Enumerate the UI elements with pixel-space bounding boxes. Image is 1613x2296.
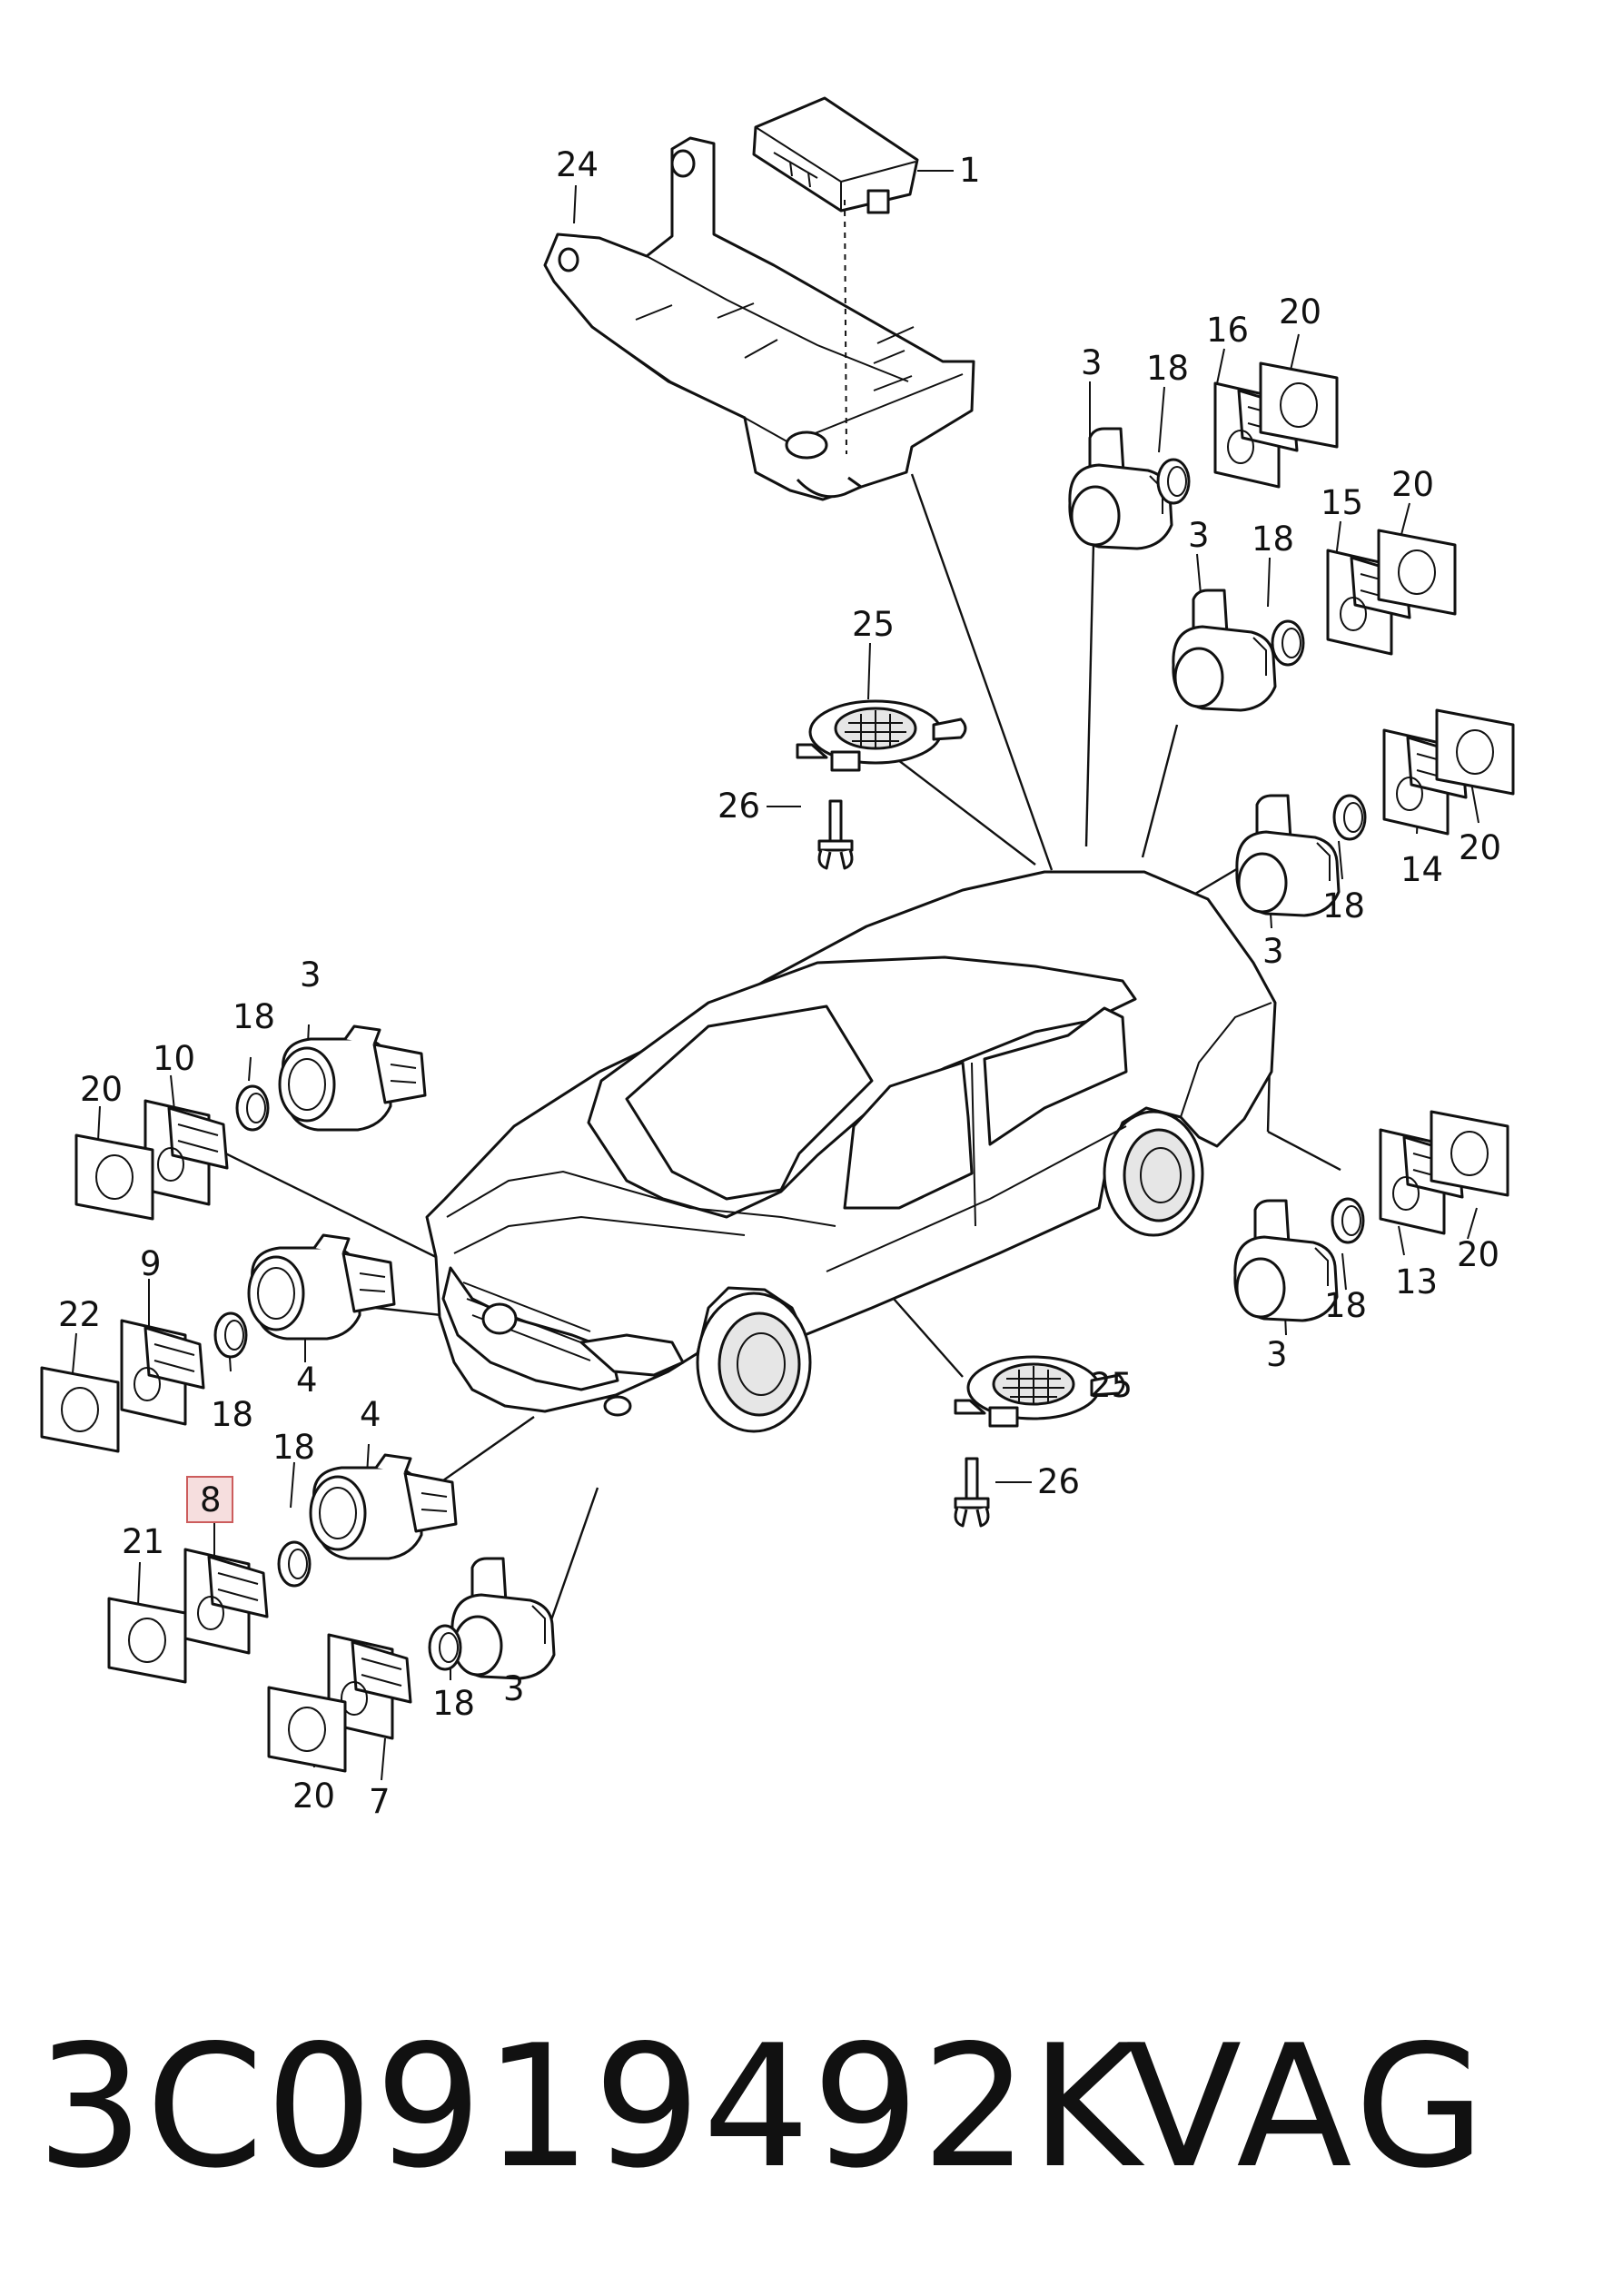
cover-plate-icon — [1377, 529, 1457, 616]
control-unit-icon — [752, 96, 919, 214]
callout-21: 21 — [122, 1522, 164, 1561]
expanding-clip-icon — [954, 1457, 990, 1528]
callout-3: 3 — [1081, 343, 1103, 382]
callout-18: 18 — [1146, 349, 1189, 388]
sealing-ring-icon — [1332, 794, 1367, 841]
callout-18: 18 — [272, 1428, 315, 1467]
sensor-holder-icon — [143, 1099, 229, 1206]
callout-18: 18 — [233, 997, 275, 1036]
callout-18: 18 — [211, 1395, 253, 1434]
callout-25: 25 — [852, 605, 895, 644]
mounting-bracket-icon — [543, 136, 975, 501]
sensor-holder-icon — [120, 1319, 205, 1426]
callout-20: 20 — [292, 1776, 335, 1816]
cover-plate-icon — [1430, 1110, 1509, 1197]
parking-sensor-icon — [247, 1233, 396, 1341]
callout-18: 18 — [1252, 520, 1294, 559]
sealing-ring-icon — [1331, 1197, 1365, 1244]
callout-4: 4 — [296, 1361, 318, 1400]
callout-3: 3 — [300, 955, 322, 995]
brand-label: VAG — [1126, 2008, 1490, 2205]
warning-buzzer-icon — [796, 699, 967, 772]
cover-plate-icon — [1259, 361, 1339, 449]
callout-1: 1 — [959, 151, 981, 190]
part-number-label: 3C0919492K — [36, 2008, 1145, 2205]
callout-25: 25 — [1090, 1366, 1133, 1405]
callout-3: 3 — [1188, 516, 1210, 555]
callout-labels: 1 24 3 18 16 20 3 18 15 20 25 26 14 20 1… — [58, 145, 1501, 1821]
callout-18: 18 — [1324, 1286, 1367, 1325]
cover-plate-icon — [40, 1366, 120, 1453]
sealing-ring-icon — [213, 1311, 248, 1359]
callout-14: 14 — [1400, 850, 1443, 889]
callout-22: 22 — [58, 1295, 101, 1334]
callout-3: 3 — [1262, 932, 1284, 971]
callout-26: 26 — [717, 787, 760, 826]
sealing-ring-icon — [235, 1084, 270, 1132]
cover-plate-icon — [74, 1133, 154, 1221]
cover-plate-icon — [267, 1686, 347, 1773]
cover-plate-icon — [1435, 708, 1515, 796]
callout-26: 26 — [1037, 1462, 1080, 1501]
callout-20: 20 — [1459, 828, 1501, 867]
callout-20: 20 — [1391, 465, 1434, 504]
cover-plate-icon — [107, 1597, 187, 1684]
sedan-car-icon — [425, 870, 1277, 1433]
callout-20: 20 — [1279, 292, 1321, 332]
callout-16: 16 — [1206, 311, 1249, 350]
parking-sensor-icon — [450, 1557, 556, 1680]
sealing-ring-icon — [277, 1540, 312, 1588]
callout-18: 18 — [432, 1684, 475, 1723]
callout-3: 3 — [1266, 1335, 1288, 1374]
parking-sensor-icon — [1068, 427, 1173, 550]
callout-9: 9 — [140, 1244, 162, 1283]
callout-7: 7 — [369, 1782, 391, 1821]
parking-sensor-icon — [309, 1453, 458, 1560]
sealing-ring-icon — [1156, 458, 1191, 505]
sensor-holder-icon — [183, 1548, 269, 1655]
parking-sensor-icon — [1172, 589, 1277, 712]
callout-20: 20 — [1457, 1235, 1499, 1274]
callout-8-highlighted: 8 — [200, 1480, 222, 1519]
highlight-box — [186, 1476, 233, 1523]
callout-18: 18 — [1322, 886, 1365, 925]
parking-sensor-icon — [278, 1024, 427, 1132]
sealing-ring-icon — [428, 1624, 462, 1671]
callout-4: 4 — [360, 1395, 381, 1434]
callout-10: 10 — [153, 1039, 195, 1078]
callout-24: 24 — [556, 145, 599, 184]
callout-3: 3 — [503, 1669, 525, 1708]
callout-15: 15 — [1321, 483, 1363, 522]
callout-13: 13 — [1395, 1262, 1438, 1301]
callout-20: 20 — [80, 1070, 123, 1109]
sealing-ring-icon — [1271, 619, 1305, 667]
parking-sensor-icon — [1233, 1199, 1339, 1322]
expanding-clip-icon — [817, 799, 854, 870]
